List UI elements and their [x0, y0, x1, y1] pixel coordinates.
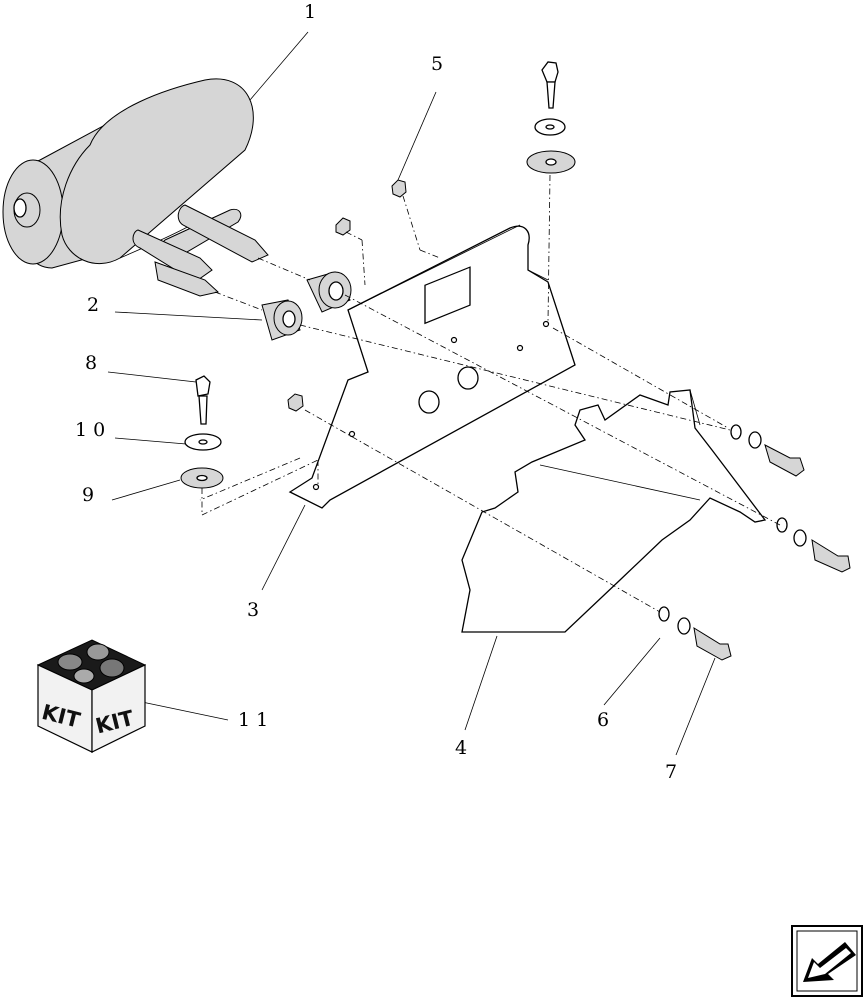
callout-5: 5	[431, 53, 443, 75]
mounting-bracket	[288, 224, 576, 509]
callout-10: 1 0	[75, 419, 105, 441]
hardware	[180, 61, 851, 661]
bushings	[261, 271, 352, 341]
assembly-lines	[199, 174, 781, 613]
kit-box-icon: KIT KIT	[36, 639, 147, 753]
callout-2: 2	[87, 294, 99, 316]
callout-6: 6	[597, 709, 609, 731]
callout-9: 9	[82, 484, 94, 506]
back-arrow-icon[interactable]	[791, 925, 863, 997]
callout-8: 8	[85, 352, 97, 374]
leader-lines	[107, 31, 716, 756]
callout-4: 4	[455, 737, 467, 759]
deflector-shield	[461, 389, 767, 633]
callout-11: 1 1	[238, 709, 268, 731]
callout-7: 7	[665, 761, 677, 783]
callout-3: 3	[247, 599, 259, 621]
callout-1: 1	[304, 1, 316, 23]
motor-gearbox	[2, 78, 269, 297]
callout-labels: 1 2 3 4 5 6 7 8 9 1 0 1 1	[75, 1, 677, 783]
